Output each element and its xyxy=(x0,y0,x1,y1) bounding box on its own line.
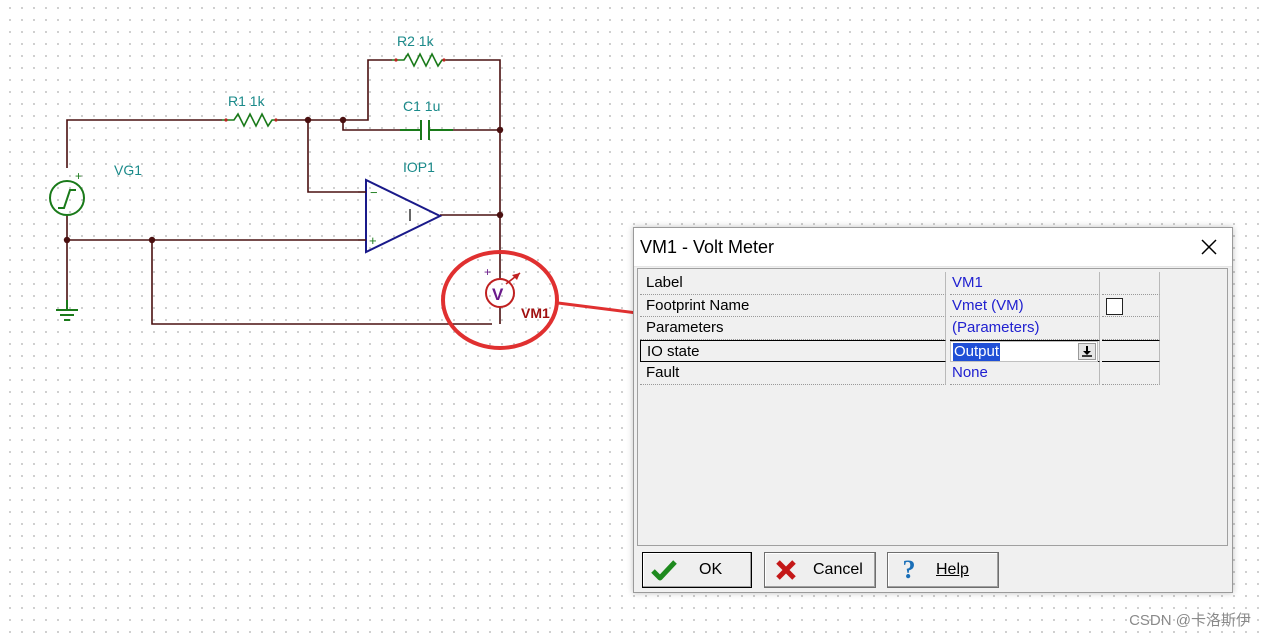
io-state-cell: Output xyxy=(950,339,1100,362)
cancel-label: Cancel xyxy=(813,561,863,578)
help-button[interactable]: ? Help xyxy=(887,552,999,588)
dialog-title: VM1 - Volt Meter xyxy=(640,237,775,257)
io-state-select[interactable]: Output xyxy=(950,340,1098,362)
label-iop1: IOP1 xyxy=(403,159,435,175)
x-mark-icon xyxy=(771,555,801,585)
ok-label: OK xyxy=(699,561,723,578)
property-name: IO state xyxy=(640,339,946,362)
property-row-io-state[interactable]: IO state Output xyxy=(640,339,1160,362)
property-name: Label xyxy=(640,272,946,295)
label-vm1: VM1 xyxy=(521,305,550,321)
label-r1: R1 1k xyxy=(228,93,266,109)
help-label: Help xyxy=(936,561,969,578)
checkmark-icon xyxy=(649,555,679,585)
property-value[interactable]: (Parameters) xyxy=(950,317,1100,340)
svg-text:−: − xyxy=(370,185,378,200)
cancel-button[interactable]: Cancel xyxy=(764,552,876,588)
close-icon xyxy=(1201,239,1217,255)
property-value[interactable]: VM1 xyxy=(950,272,1100,295)
property-value[interactable]: Vmet (VM) xyxy=(950,294,1100,317)
voltage-generator-vg1: + xyxy=(49,169,85,216)
property-value[interactable]: None xyxy=(950,362,1100,385)
watermark: CSDN @卡洛斯伊 xyxy=(1129,612,1251,629)
footprint-checkbox[interactable] xyxy=(1106,297,1123,315)
svg-text:+: + xyxy=(75,169,82,183)
svg-text:+: + xyxy=(484,265,491,279)
dropdown-arrow-button[interactable] xyxy=(1078,342,1096,360)
resistor-r2 xyxy=(392,52,446,68)
ok-button[interactable]: OK xyxy=(642,552,752,588)
capacitor-c1 xyxy=(400,120,453,140)
property-name: Footprint Name xyxy=(640,294,946,317)
highlight-circle xyxy=(441,250,559,350)
property-name: Fault xyxy=(640,362,946,385)
opamp-iop1: − + xyxy=(358,178,443,254)
label-c1: C1 1u xyxy=(403,98,440,114)
dialog-footer: OK Cancel ? Help xyxy=(637,548,1228,590)
property-name: Parameters xyxy=(640,317,946,340)
properties-panel: Label VM1 Footprint Name Vmet (VM) Param… xyxy=(637,268,1228,546)
voltmeter-vm1: V + xyxy=(484,265,521,308)
io-state-selected: Output xyxy=(953,342,1001,361)
property-row-fault[interactable]: Fault None xyxy=(640,362,1160,385)
resistor-r1 xyxy=(222,112,278,128)
properties-grid: Label VM1 Footprint Name Vmet (VM) Param… xyxy=(640,272,1160,385)
label-vg1: VG1 xyxy=(114,162,142,178)
download-arrow-icon xyxy=(1082,346,1092,357)
question-mark-icon: ? xyxy=(902,555,916,584)
label-r2: R2 1k xyxy=(397,33,435,49)
volt-meter-dialog: VM1 - Volt Meter Label VM1 Footprint Nam… xyxy=(633,227,1233,593)
close-button[interactable] xyxy=(1186,228,1232,266)
property-row-label[interactable]: Label VM1 xyxy=(640,272,1160,295)
property-row-parameters[interactable]: Parameters (Parameters) xyxy=(640,317,1160,340)
dialog-titlebar: VM1 - Volt Meter xyxy=(634,228,1232,267)
ground-symbol xyxy=(56,300,78,321)
property-row-footprint[interactable]: Footprint Name Vmet (VM) xyxy=(640,294,1160,317)
svg-text:+: + xyxy=(369,233,377,248)
meter-v-symbol: V xyxy=(492,285,504,304)
